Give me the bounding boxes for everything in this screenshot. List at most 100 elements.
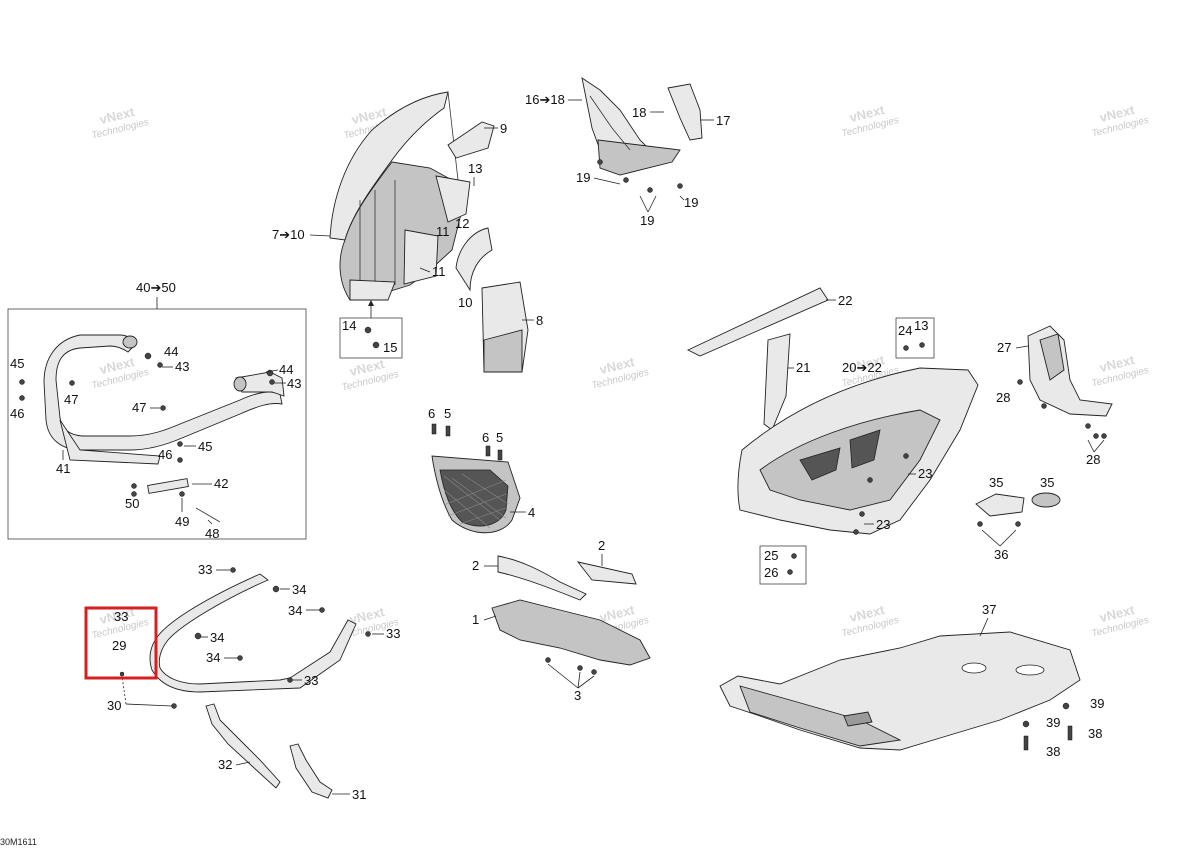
skid-plate-illustration [719, 631, 1081, 751]
callout-33: 33 [114, 609, 128, 624]
callout-20-22: 20➔22 [842, 360, 882, 375]
callout-19: 19 [576, 170, 590, 185]
callout-14: 14 [342, 318, 356, 333]
callout-7-10: 7➔10 [272, 227, 305, 242]
watermark: vNext Technologies [591, 354, 650, 392]
callout-45: 45 [198, 439, 212, 454]
callout-23: 23 [876, 517, 890, 532]
callout-44: 44 [279, 362, 293, 377]
part-10-shape [455, 227, 493, 292]
right-side-panel-illustration [686, 287, 979, 585]
callout-2: 2 [598, 538, 605, 553]
callout-11: 11 [436, 224, 450, 239]
front-bumper-illustration [19, 334, 285, 523]
callout-33: 33 [304, 673, 318, 688]
callout-15: 15 [383, 340, 397, 355]
fastener-icon [364, 326, 372, 334]
callout-33: 33 [198, 562, 212, 577]
callout-31: 31 [352, 787, 366, 802]
callout-12: 12 [455, 216, 469, 231]
callout-47: 47 [64, 392, 78, 407]
callout-44: 44 [164, 344, 178, 359]
callout-28: 28 [1086, 452, 1100, 467]
callout-40-50: 40➔50 [136, 280, 176, 295]
callout-34: 34 [292, 582, 306, 597]
fastener-box-25-26 [759, 545, 807, 585]
part-9-shape [447, 121, 495, 159]
callout-3: 3 [574, 688, 581, 703]
callout-16-18: 16➔18 [525, 92, 565, 107]
fastener-box-24-13 [895, 317, 935, 359]
watermarks: vNext Technologies vNext Technologies vN… [91, 102, 1150, 642]
callout-41: 41 [56, 461, 70, 476]
callout-45: 45 [10, 356, 24, 371]
callout-6: 6 [482, 430, 489, 445]
callout-33: 33 [386, 626, 400, 641]
callout-2: 2 [472, 558, 479, 573]
front-side-panel-illustration [329, 91, 471, 301]
callout-43: 43 [175, 359, 189, 374]
callout-47: 47 [132, 400, 146, 415]
callout-18: 18 [632, 105, 646, 120]
callout-11: 11 [432, 264, 446, 279]
callout-34: 34 [210, 630, 224, 645]
callout-39: 39 [1090, 696, 1104, 711]
watermark: vNext Technologies [1091, 602, 1150, 640]
callout-43: 43 [287, 376, 301, 391]
callout-26: 26 [764, 565, 778, 580]
callouts: 9 13 11 12 11 7➔10 10 8 14 15 16➔18 18 1… [10, 92, 1104, 802]
callout-46: 46 [10, 406, 24, 421]
callout-28: 28 [996, 390, 1010, 405]
callout-5: 5 [444, 406, 451, 421]
lower-front-cover-illustration [491, 555, 651, 675]
watermark: vNext Technologies [91, 354, 150, 392]
rear-bracket-illustration [1017, 325, 1113, 439]
callout-22: 22 [838, 293, 852, 308]
access-cover-illustration [975, 492, 1061, 527]
callout-24: 24 [898, 323, 912, 338]
callout-5: 5 [496, 430, 503, 445]
callout-4: 4 [528, 505, 535, 520]
callout-35: 35 [1040, 475, 1054, 490]
watermark: vNext Technologies [91, 104, 150, 142]
callout-32: 32 [218, 757, 232, 772]
callout-49: 49 [175, 514, 189, 529]
callout-25: 25 [764, 548, 778, 563]
callout-19: 19 [640, 213, 654, 228]
front-frame-rail-illustration [119, 567, 371, 799]
callout-8: 8 [536, 313, 543, 328]
figure-code: 30M1611 [0, 837, 37, 847]
callout-36: 36 [994, 547, 1008, 562]
callout-37: 37 [982, 602, 996, 617]
callout-10: 10 [458, 295, 472, 310]
callout-23: 23 [918, 466, 932, 481]
callout-29: 29 [112, 638, 126, 653]
fastener-icon [372, 341, 380, 349]
callout-17: 17 [716, 113, 730, 128]
callout-19: 19 [684, 195, 698, 210]
callout-13: 13 [468, 161, 482, 176]
callout-9: 9 [500, 121, 507, 136]
callout-6: 6 [428, 406, 435, 421]
callout-38: 38 [1046, 744, 1060, 759]
callout-21: 21 [796, 360, 810, 375]
part-8-lower-shape [483, 329, 523, 373]
highlight-box [84, 606, 158, 680]
callout-13: 13 [914, 318, 928, 333]
callout-30: 30 [107, 698, 121, 713]
upper-console-illustration [581, 77, 703, 193]
callout-50: 50 [125, 496, 139, 511]
callout-34: 34 [288, 603, 302, 618]
callout-38: 38 [1088, 726, 1102, 741]
callout-46: 46 [158, 447, 172, 462]
callout-39: 39 [1046, 715, 1060, 730]
front-grille-illustration [431, 423, 521, 534]
callout-27: 27 [997, 340, 1011, 355]
callout-1: 1 [472, 612, 479, 627]
callout-48: 48 [205, 526, 219, 541]
watermark: vNext Technologies [341, 356, 400, 394]
watermark: vNext Technologies [841, 102, 900, 140]
watermark: vNext Technologies [1091, 352, 1150, 390]
callout-42: 42 [214, 476, 228, 491]
watermark: vNext Technologies [841, 602, 900, 640]
